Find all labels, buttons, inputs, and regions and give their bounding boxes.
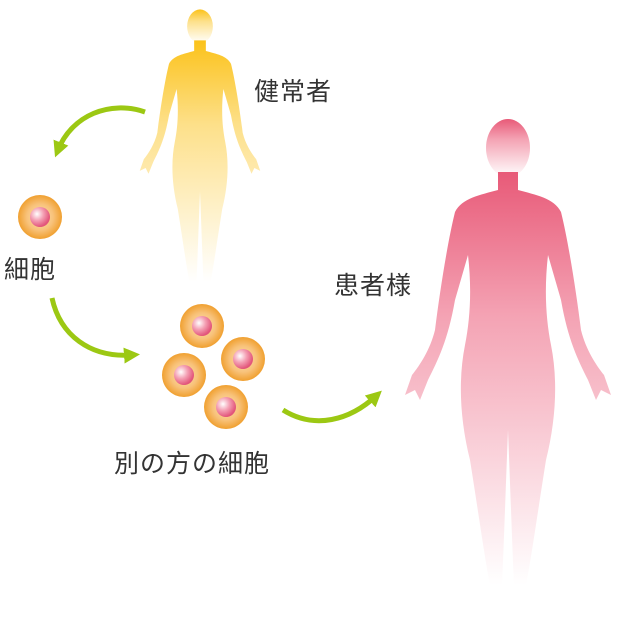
arrow-to-cell [53,105,146,158]
arrow-to-other-cells [49,297,140,364]
cell-label: 細胞 [4,255,57,284]
other-cells-label: 別の方の細胞 [114,449,271,478]
arrow-to-patient [281,390,382,424]
healthy-person-label: 健常者 [254,77,333,106]
cell [18,195,62,239]
other-cells-group [162,304,265,429]
patient-label: 患者様 [334,271,413,300]
patient-figure [405,119,611,585]
healthy-person-figure [139,9,261,283]
